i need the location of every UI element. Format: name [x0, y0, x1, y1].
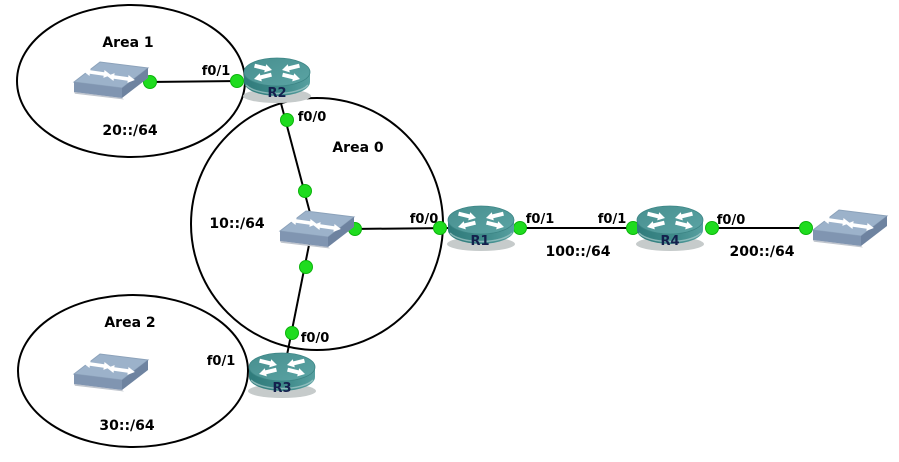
port-status-dot — [298, 184, 312, 198]
device-switch-area1[interactable] — [74, 62, 148, 100]
device-switch-lan200[interactable] — [813, 210, 887, 248]
device-switch-area0[interactable] — [280, 211, 354, 249]
port-label-r1-f01: f0/1 — [526, 212, 555, 227]
switch-icon — [280, 211, 354, 249]
port-status-dot — [513, 221, 527, 235]
network-label-10: 10::/64 — [209, 216, 265, 232]
network-label-200: 200::/64 — [729, 244, 794, 260]
switch-icon — [74, 62, 148, 100]
router-label-r3: R3 — [272, 381, 291, 396]
router-label-r2: R2 — [267, 86, 286, 101]
area0-name-label: Area 0 — [332, 140, 384, 156]
switch-icon — [74, 354, 148, 392]
port-status-dot — [299, 260, 313, 274]
switch-icon — [813, 210, 887, 248]
port-label-r4-f00: f0/0 — [717, 213, 746, 228]
area2-outline[interactable] — [17, 294, 249, 448]
area2-name-label: Area 2 — [104, 315, 155, 331]
router-label-r4: R4 — [660, 234, 679, 249]
port-status-dot — [230, 74, 244, 88]
network-label-100: 100::/64 — [545, 244, 610, 260]
port-label-r4-f01: f0/1 — [598, 212, 627, 227]
network-label-30: 30::/64 — [99, 418, 155, 434]
port-label-r2-f01: f0/1 — [202, 64, 231, 79]
link-swarea1-r2[interactable] — [147, 80, 241, 83]
port-label-r3-f01: f0/1 — [207, 354, 236, 369]
port-label-r1-f00: f0/0 — [410, 212, 439, 227]
port-status-dot — [799, 221, 813, 235]
area1-name-label: Area 1 — [102, 35, 153, 51]
port-status-dot — [705, 221, 719, 235]
network-label-20: 20::/64 — [102, 123, 158, 139]
port-label-r3-f00: f0/0 — [301, 331, 330, 346]
router-label-r1: R1 — [470, 234, 489, 249]
port-status-dot — [280, 113, 294, 127]
port-status-dot — [433, 221, 447, 235]
device-switch-area2[interactable] — [74, 354, 148, 392]
port-status-dot — [285, 326, 299, 340]
port-label-r2-f00: f0/0 — [298, 110, 327, 125]
